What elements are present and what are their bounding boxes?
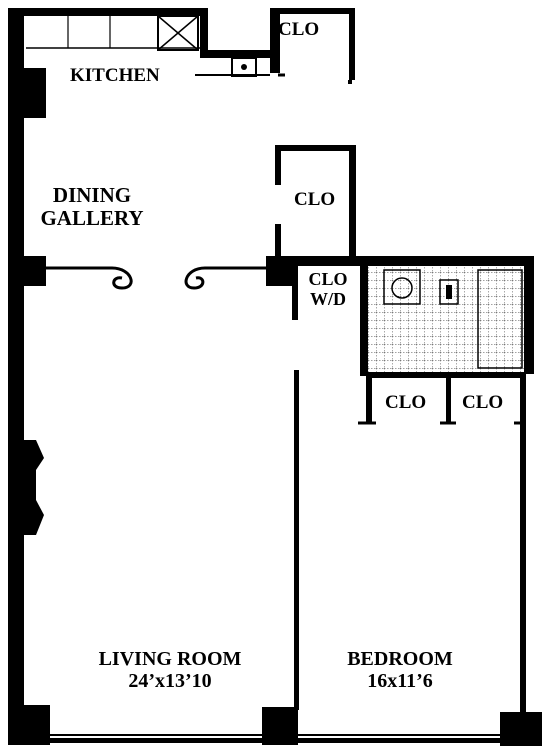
dining-living-divider	[46, 266, 266, 290]
kitchen-right-jog	[200, 8, 208, 58]
toilet-icon	[383, 269, 421, 305]
bedroom-dims: 16x11’6	[367, 670, 433, 692]
dining-closet-left-wall-top	[275, 145, 281, 185]
left-radiator-niche	[8, 440, 44, 535]
dining-label: DINING	[52, 183, 132, 207]
wd-closet-wd: W/D	[310, 288, 346, 309]
closet-label-bedroom-right: CLO	[462, 392, 504, 413]
bath-left-wall	[360, 266, 368, 376]
exterior-walls	[8, 8, 542, 746]
bathtub-icon	[477, 269, 523, 369]
closet-top-wall	[270, 8, 355, 14]
bathroom	[366, 266, 526, 378]
left-column-top	[8, 68, 46, 118]
bedroom-closet-left-wall	[366, 372, 372, 424]
dining-closet-top-wall	[275, 145, 355, 151]
bedroom-closet-right-wall	[520, 372, 526, 424]
bottom-center-column	[262, 707, 298, 745]
gallery-label: GALLERY	[40, 206, 144, 231]
right-wall-bath	[524, 256, 534, 374]
kitchen-sink-icon	[231, 57, 257, 77]
left-exterior-wall	[8, 8, 24, 743]
bottom-right-column	[500, 712, 542, 746]
bathroom-tile-floor	[368, 266, 524, 372]
living-room-label: LIVING ROOM 24’x13’10	[80, 648, 260, 692]
bedroom-label: BEDROOM 16x11’6	[330, 648, 470, 692]
wd-closet-label: CLO W/D	[298, 269, 358, 310]
right-exterior-wall	[520, 420, 526, 720]
living-room-name: LIVING ROOM	[98, 648, 242, 670]
dining-gallery-label: DINING GALLERY	[40, 183, 144, 231]
kitchen-label: KITCHEN	[70, 65, 160, 86]
wd-closet-clo: CLO	[308, 269, 348, 289]
dining-closet-left-wall-bottom	[275, 224, 281, 260]
dining-closet-right-wall	[349, 145, 356, 260]
bedroom-closets	[358, 372, 526, 425]
bathroom-sink-icon	[439, 279, 459, 305]
closet-label-top: CLO	[278, 19, 320, 40]
washer-dryer-closet	[292, 266, 368, 376]
closet-left-wall	[270, 8, 280, 73]
kitchen-jog-wall	[200, 50, 278, 58]
kitchen-top-wall	[8, 8, 208, 16]
left-column-mid	[8, 256, 46, 286]
kitchen-fixtures	[26, 15, 270, 77]
closet-right-wall	[349, 8, 355, 80]
stove-icon	[157, 15, 199, 51]
living-room-dims: 24’x13’10	[128, 670, 212, 692]
bedroom-name: BEDROOM	[347, 648, 453, 670]
closet-label-bedroom-left: CLO	[385, 392, 427, 413]
wd-closet-left-wall	[292, 266, 298, 320]
closet-label-dining: CLO	[294, 189, 336, 210]
bedroom-closet-divider	[446, 372, 451, 424]
center-column	[266, 256, 292, 286]
bathroom-top-wall	[268, 256, 534, 266]
living-bedroom-partition	[294, 370, 299, 710]
